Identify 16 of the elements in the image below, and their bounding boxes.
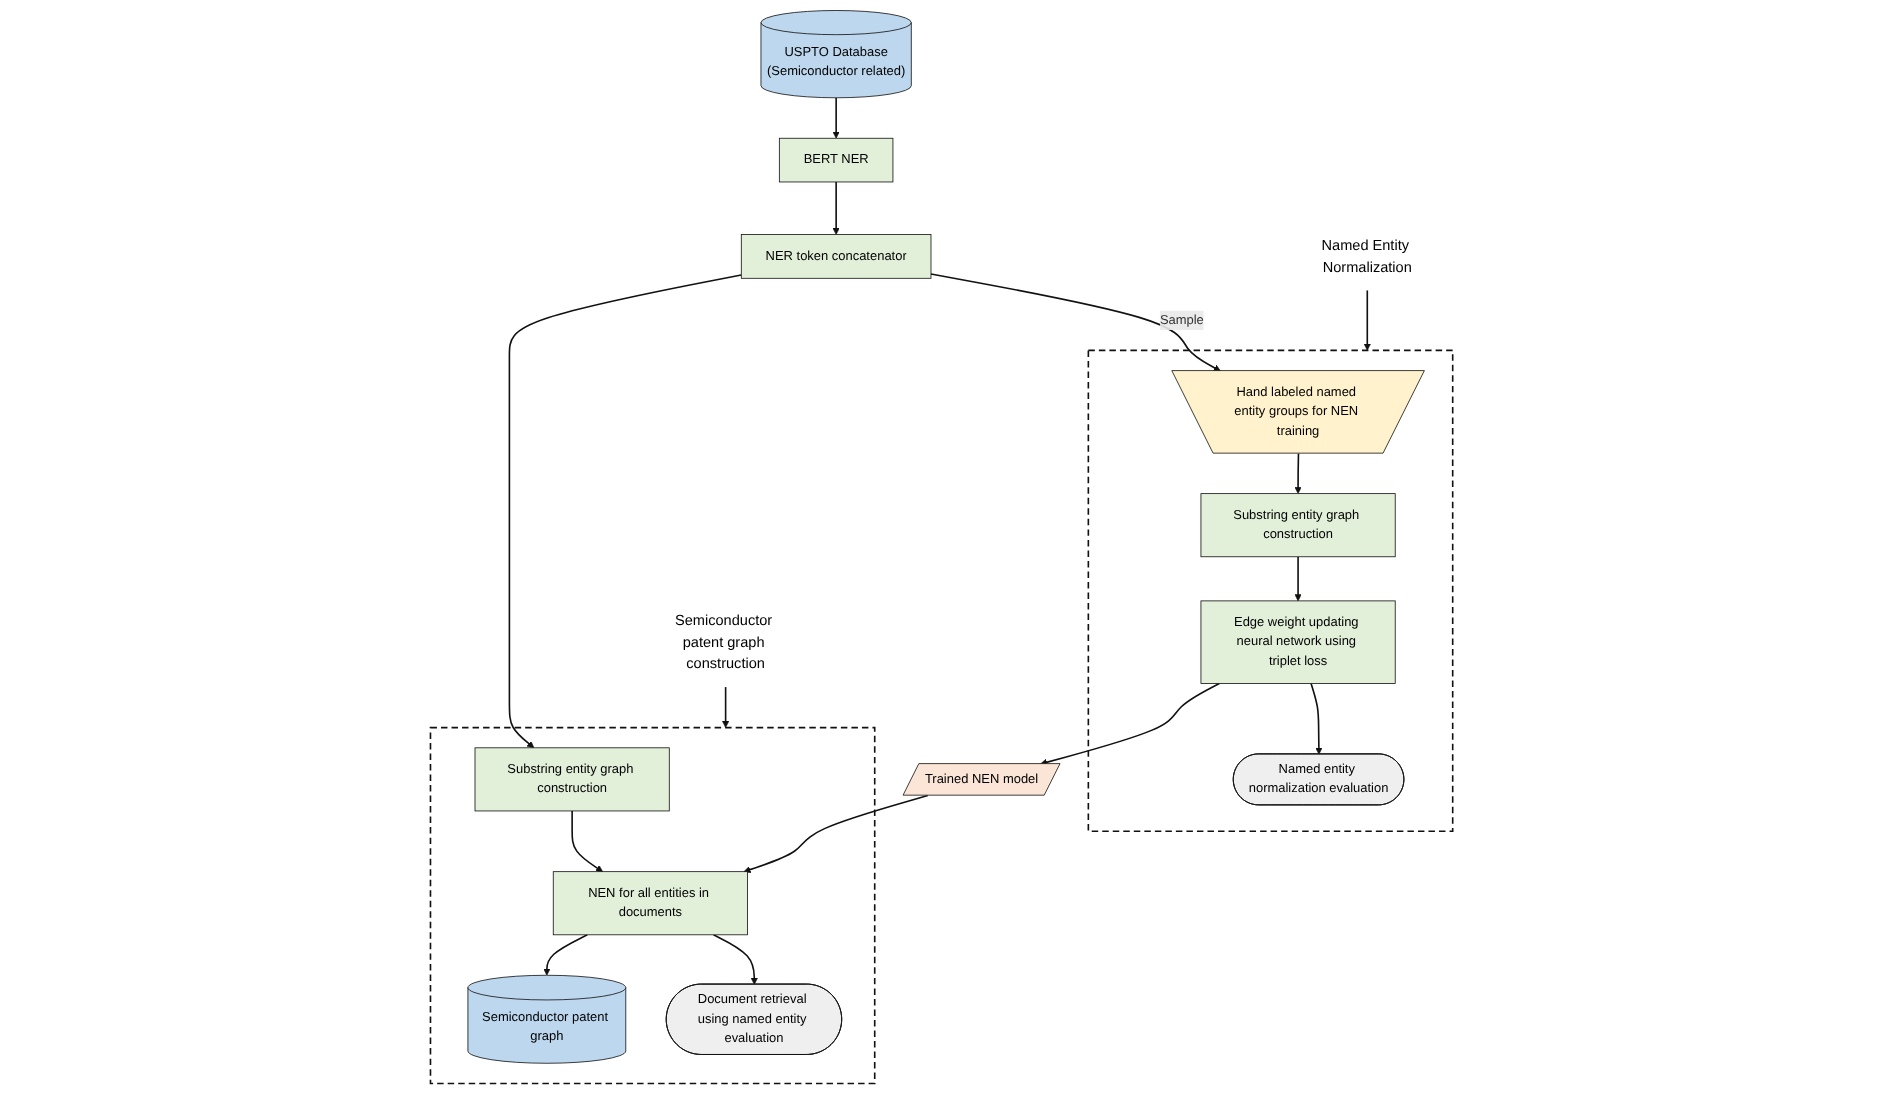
cluster <box>429 726 876 1085</box>
arrow <box>712 934 758 985</box>
arrow <box>1294 555 1302 602</box>
arrow <box>542 934 588 976</box>
cluster <box>1087 349 1454 832</box>
arrow <box>832 181 840 235</box>
arrow <box>832 96 840 139</box>
arrow <box>570 810 603 872</box>
arrow <box>508 274 742 749</box>
arrow <box>1039 682 1220 766</box>
arrow <box>743 794 929 873</box>
arrow <box>721 686 729 728</box>
arrow <box>1294 452 1302 494</box>
arrow <box>1363 289 1371 351</box>
arrow <box>1309 682 1322 755</box>
arrow <box>929 273 1221 372</box>
